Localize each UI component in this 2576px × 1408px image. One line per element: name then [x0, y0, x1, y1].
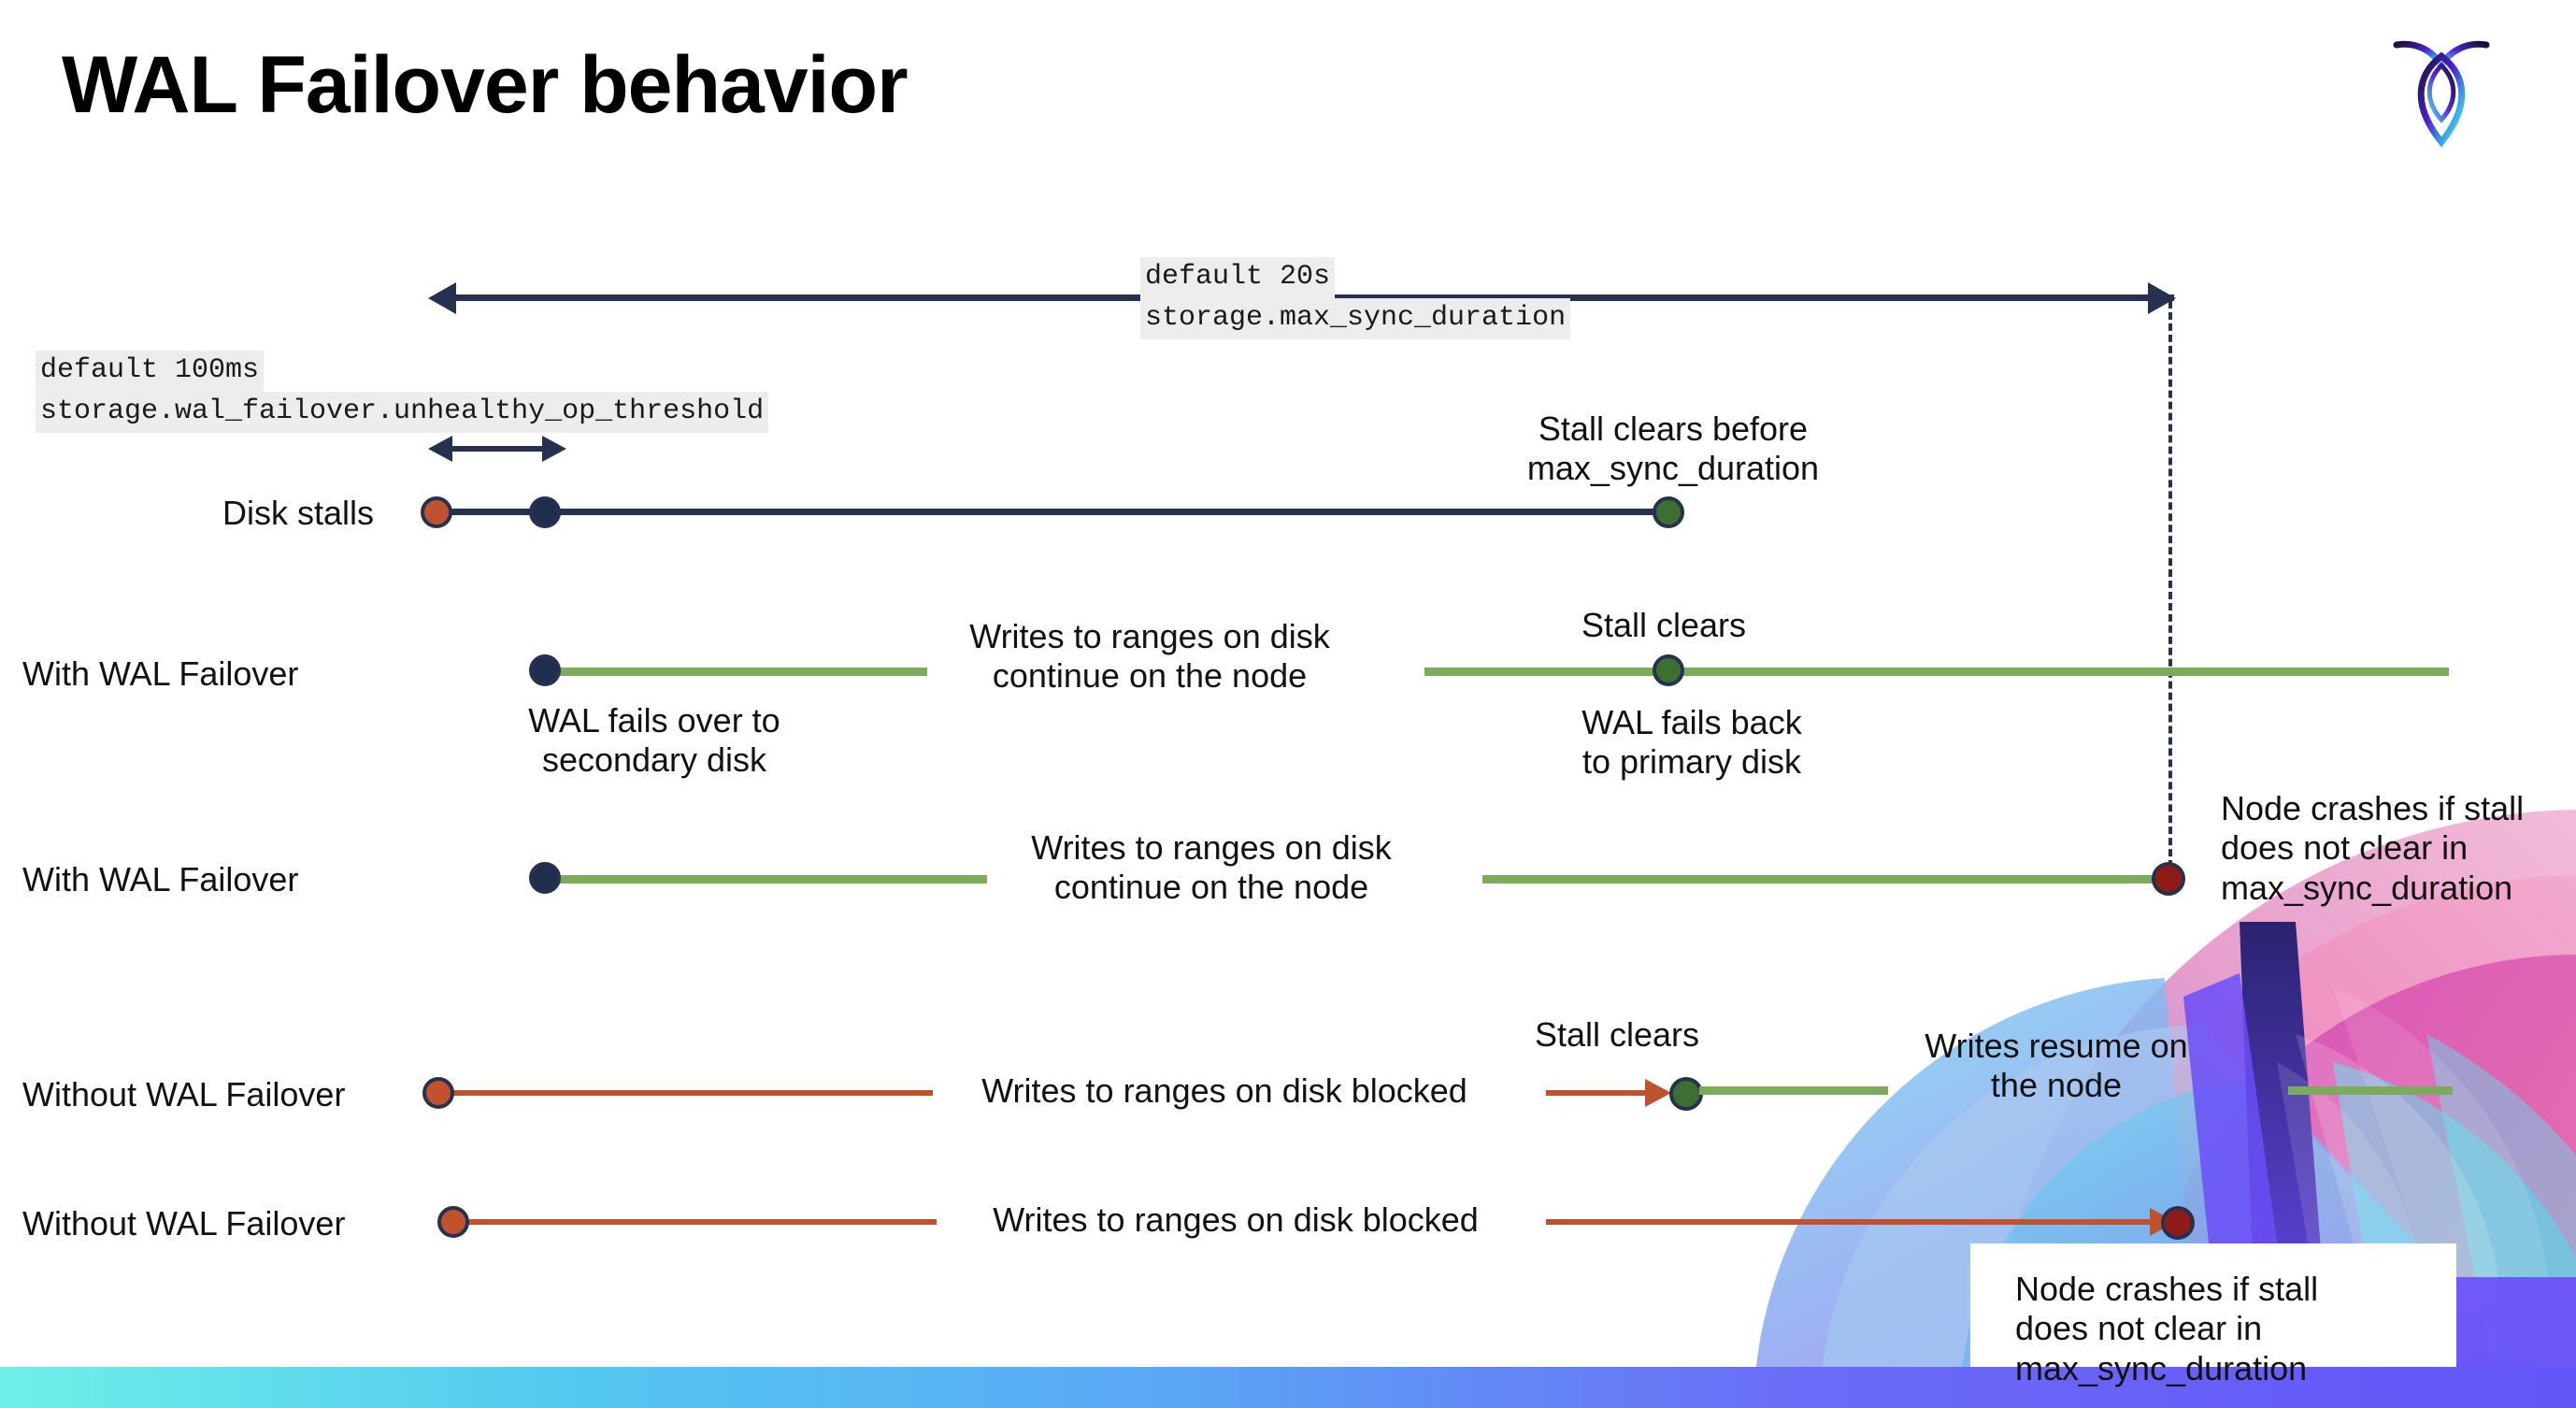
disk-stall-start-dot — [421, 496, 452, 528]
with-failover-crash-failover-dot — [529, 862, 561, 894]
with-failover-failover-dot — [529, 654, 561, 686]
without-failover-red-arrow-head — [1645, 1079, 1671, 1107]
with-failover-crash-writes-note: Writes to ranges on disk continue on the… — [1031, 828, 1392, 907]
with-failover-failover-note: WAL fails over to secondary disk — [528, 701, 780, 780]
with-failover-clear-dot — [1653, 654, 1684, 686]
with-failover-green-line-left — [548, 668, 927, 676]
max-sync-name-chip: storage.max_sync_duration — [1140, 298, 1571, 339]
unhealthy-op-default-chip: default 100ms — [36, 351, 265, 392]
row-label-with-failover-crash: With WAL Failover — [22, 860, 299, 898]
without-failover-crash-blocked-note: Writes to ranges on disk blocked — [993, 1200, 1479, 1239]
max-sync-arrow-left-head — [428, 282, 456, 314]
disk-stall-failover-dot — [529, 496, 561, 528]
without-failover-crash-node-dot — [2161, 1206, 2195, 1240]
disk-stalls-line — [436, 509, 1679, 515]
cockroach-logo-svg — [2393, 40, 2490, 148]
max-sync-default-chip: default 20s — [1140, 257, 1336, 298]
without-failover-green-line-mid — [1699, 1086, 1888, 1095]
without-failover-start-dot — [422, 1077, 454, 1109]
disk-stalls-annotation: Stall clears before max_sync_duration — [1526, 409, 1820, 488]
cockroach-logo-icon — [2385, 28, 2497, 150]
with-failover-green-line-right — [1424, 668, 2449, 676]
without-failover-clear-dot — [1669, 1077, 1703, 1111]
without-failover-crash-start-dot — [437, 1206, 469, 1238]
disk-stall-clear-dot — [1653, 496, 1684, 528]
with-failover-crash-note: Node crashes if stall does not clear in … — [2221, 789, 2525, 907]
row-label-without-failover-clears: Without WAL Failover — [22, 1075, 346, 1113]
with-failover-fails-back-note: WAL fails back to primary disk — [1581, 703, 1802, 782]
without-failover-green-line-right — [2288, 1086, 2453, 1095]
without-failover-stall-clears-note: Stall clears — [1534, 1015, 1700, 1054]
with-failover-writes-note: Writes to ranges on disk continue on the… — [969, 617, 1330, 696]
page-title: WAL Failover behavior — [62, 40, 909, 130]
row-label-disk-stalls: Disk stalls — [222, 494, 375, 532]
without-failover-blocked-note: Writes to ranges on disk blocked — [981, 1071, 1467, 1110]
without-failover-crash-red-line-left — [454, 1219, 937, 1225]
without-failover-resume-note: Writes resume on the node — [1925, 1027, 2188, 1105]
with-failover-crash-green-line-left — [548, 875, 987, 884]
unhealthy-op-arrow-line — [451, 446, 544, 452]
unhealthy-op-arrow-right-head — [542, 436, 566, 462]
row-label-with-failover-clears: With WAL Failover — [22, 654, 299, 693]
unhealthy-op-name-chip: storage.wal_failover.unhealthy_op_thresh… — [36, 392, 769, 433]
with-failover-crash-node-dot — [2152, 862, 2185, 896]
without-failover-red-line-mid — [1546, 1090, 1658, 1096]
bottom-gradient-bar — [0, 1367, 2576, 1408]
unhealthy-op-arrow-left-head — [428, 436, 452, 462]
without-failover-crash-note: Node crashes if stall does not clear in … — [2015, 1270, 2319, 1387]
without-failover-crash-red-line-right — [1546, 1219, 2163, 1225]
without-failover-red-line-left — [437, 1090, 933, 1096]
with-failover-crash-green-line-right — [1482, 875, 2176, 884]
row-label-without-failover-crash: Without WAL Failover — [22, 1204, 346, 1243]
max-sync-dashed-guide — [2168, 301, 2172, 879]
with-failover-stall-clears-note: Stall clears — [1581, 606, 1747, 644]
